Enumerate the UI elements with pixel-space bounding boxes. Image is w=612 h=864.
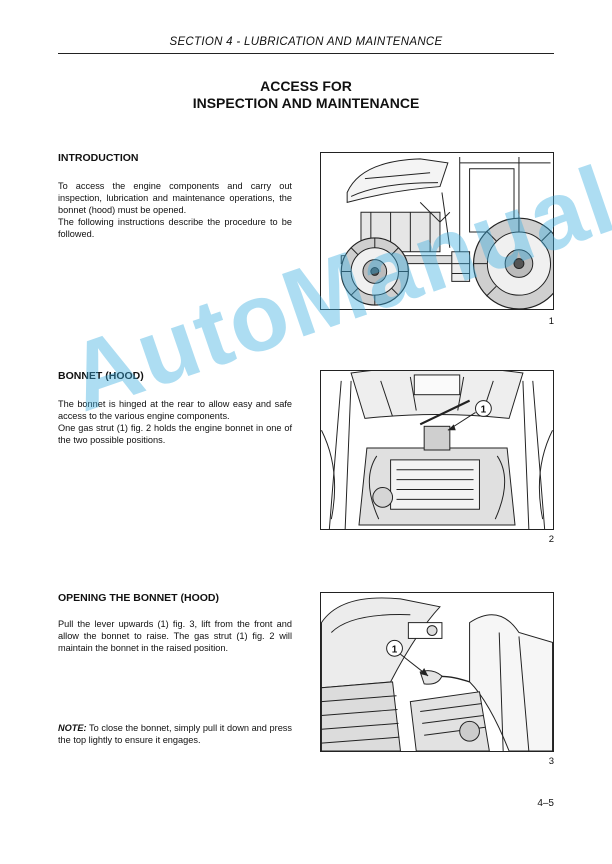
bonnet-paragraph-1: The bonnet is hinged at the rear to allo… — [58, 399, 292, 421]
figure-3-callout: 1 — [392, 644, 398, 655]
note-text: To close the bonnet, simply pull it down… — [58, 723, 292, 745]
page-title-line-1: ACCESS FOR — [260, 78, 352, 94]
heading-introduction: INTRODUCTION — [58, 152, 139, 164]
page-title: ACCESS FOR INSPECTION AND MAINTENANCE — [58, 78, 554, 112]
section-header: SECTION 4 - LUBRICATION AND MAINTENANCE — [169, 36, 443, 48]
text-opening-bonnet: Pull the lever upwards (1) fig. 3, lift … — [58, 618, 292, 654]
note-paragraph: NOTE: To close the bonnet, simply pull i… — [58, 722, 292, 746]
figure-number-1: 1 — [548, 316, 554, 327]
figure-number-3: 3 — [548, 756, 554, 767]
intro-paragraph-1: To access the engine components and carr… — [58, 181, 292, 215]
intro-paragraph-2: The following instructions describe the … — [58, 217, 292, 239]
figure-number-2: 2 — [548, 534, 554, 545]
page-title-line-2: INSPECTION AND MAINTENANCE — [192, 95, 420, 111]
figure-2-callout: 1 — [481, 404, 487, 415]
text-introduction: To access the engine components and carr… — [58, 180, 292, 240]
text-bonnet: The bonnet is hinged at the rear to allo… — [58, 398, 292, 446]
heading-opening-bonnet: OPENING THE BONNET (HOOD) — [58, 592, 220, 604]
opening-paragraph-1: Pull the lever upwards (1) fig. 3, lift … — [58, 619, 292, 653]
lever-illustration: 1 — [321, 597, 553, 751]
note-label: NOTE: — [58, 723, 87, 733]
figure-2-engine-front: 1 — [320, 370, 554, 530]
figure-1-tractor-side — [320, 152, 554, 310]
figure-3-lever: 1 — [320, 592, 554, 752]
heading-bonnet: BONNET (HOOD) — [58, 370, 144, 382]
header-rule — [58, 53, 554, 54]
engine-front-illustration: 1 — [321, 371, 553, 529]
tractor-side-illustration — [340, 156, 553, 309]
page-number: 4–5 — [537, 798, 554, 809]
bonnet-paragraph-2: One gas strut (1) fig. 2 holds the engin… — [58, 423, 292, 445]
